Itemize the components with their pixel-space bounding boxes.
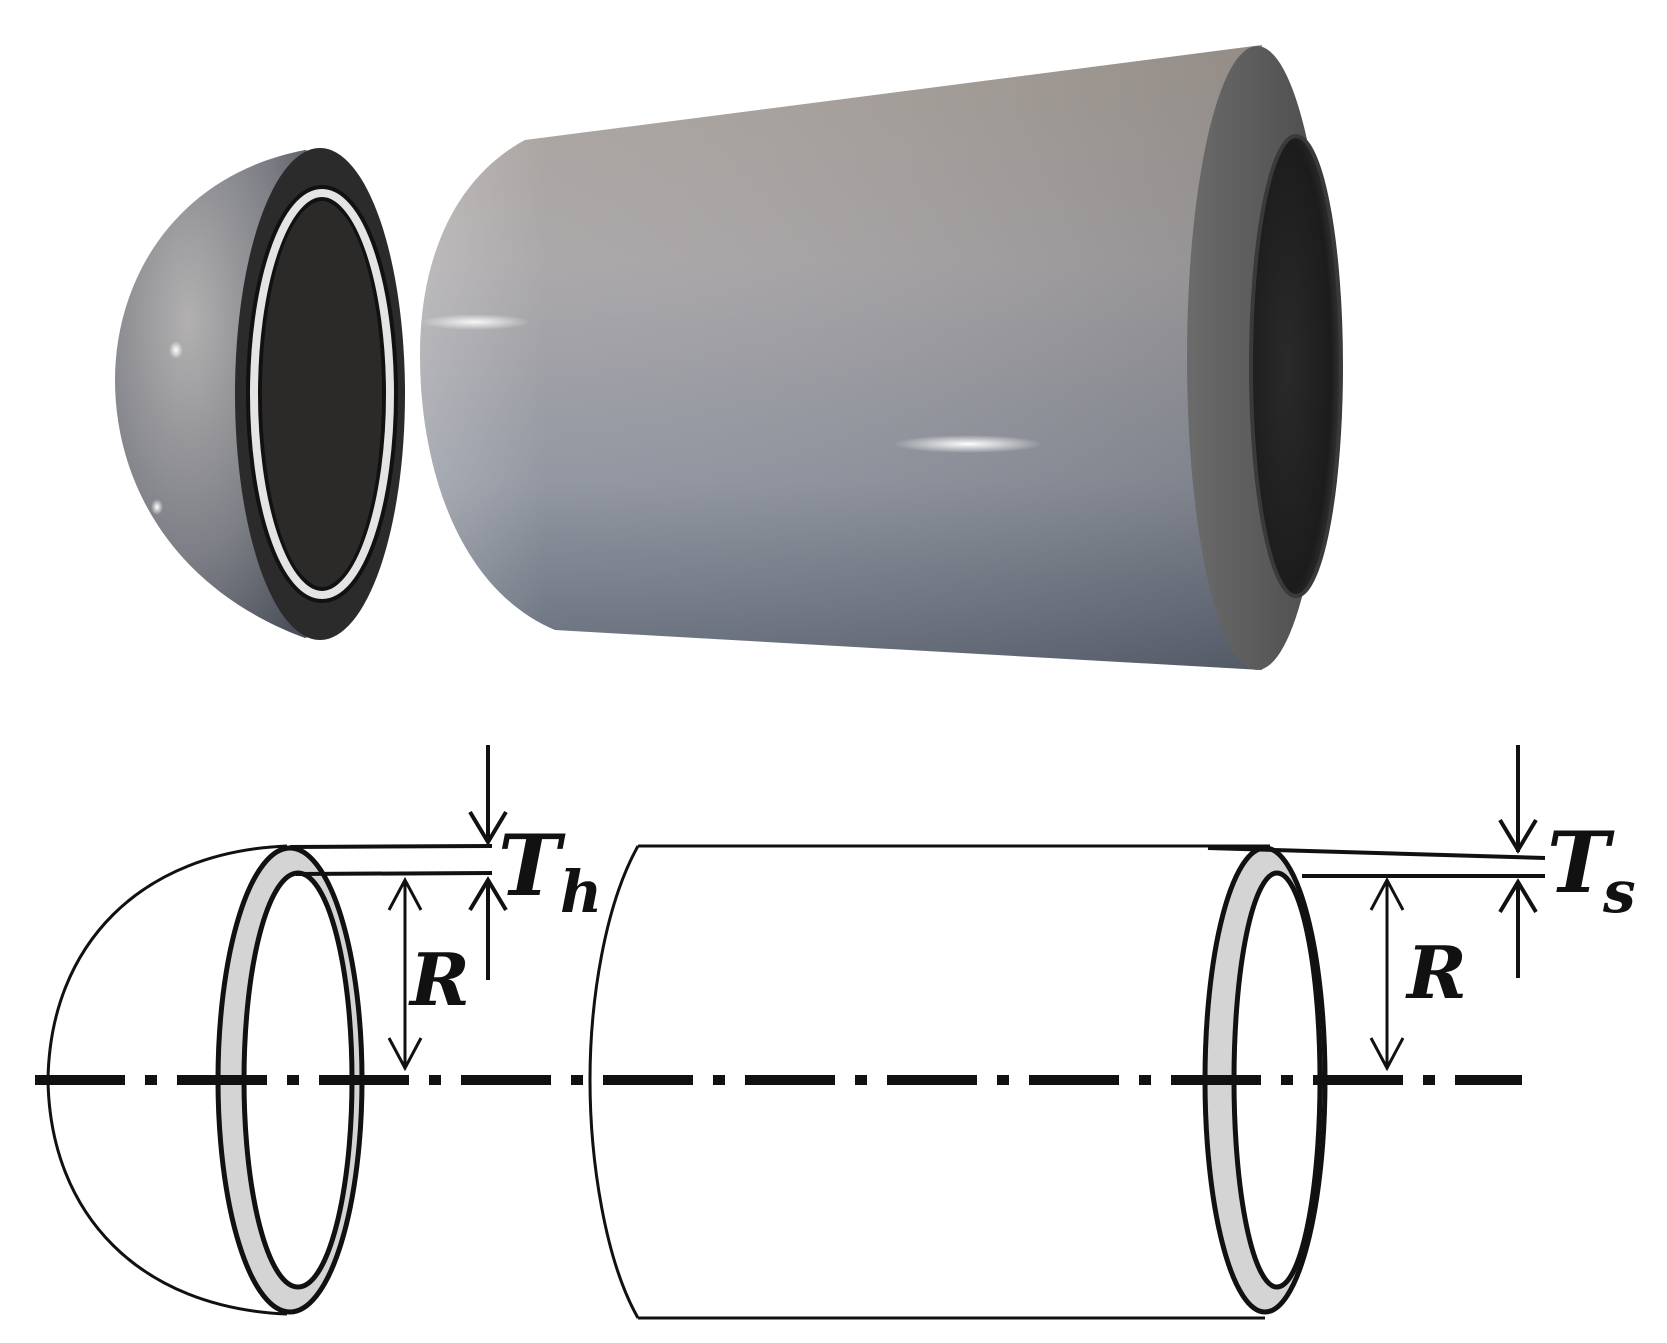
shell-radius-dimension	[1369, 876, 1405, 1072]
line-drawing	[35, 745, 1546, 1320]
shell-thickness-label-subscript: s	[1602, 858, 1636, 926]
head-thickness-label-subscript: h	[560, 858, 602, 926]
rendered-cylindrical-shell	[420, 45, 1343, 670]
shell-radius-label: R	[1405, 930, 1467, 1015]
rendered-hemispherical-head	[115, 148, 405, 640]
shell-end-ring	[1202, 845, 1328, 1315]
rendered-view	[115, 45, 1343, 670]
head-radius-dimension	[387, 876, 423, 1072]
head-radius-label: R	[408, 937, 470, 1022]
head-thickness-label-T: T	[498, 816, 566, 915]
head-thickness-dimension	[289, 745, 508, 980]
shell-outline	[588, 844, 1270, 1320]
shell-thickness-label-T: T	[1547, 813, 1615, 912]
shell-thickness-dimension	[1207, 745, 1546, 978]
labels: T h R T s R	[408, 813, 1636, 1022]
